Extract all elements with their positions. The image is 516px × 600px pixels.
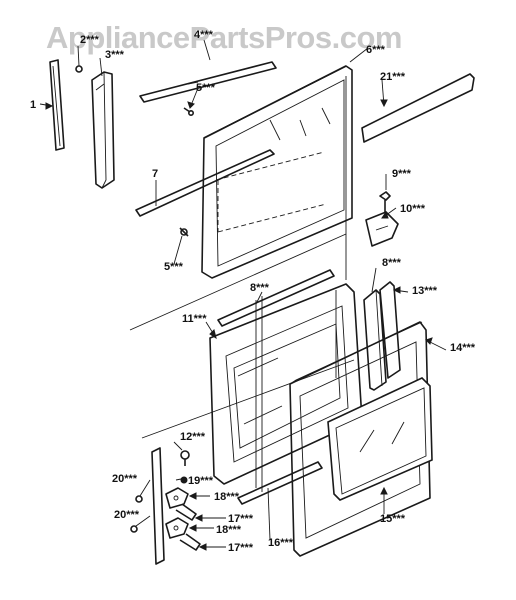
part-17-hinge-link-lower	[179, 533, 201, 551]
callout-12: 12***	[180, 431, 206, 443]
callout-5-top: 5***	[196, 82, 216, 94]
callout-21: 21***	[380, 71, 406, 83]
callout-15: 15***	[380, 513, 406, 525]
part-18-hinge-block-upper	[165, 487, 189, 509]
part-12-hinge-pin	[180, 450, 190, 466]
part-1-gasket-strip	[49, 59, 65, 151]
part-15-glass-window	[327, 377, 433, 501]
callout-1: 1	[30, 99, 36, 111]
callout-18-lower: 18***	[216, 524, 242, 536]
part-20-screw-upper	[135, 495, 143, 503]
part-16-lower-strip	[237, 461, 323, 505]
part-18-hinge-block-lower	[165, 517, 189, 539]
callout-8-right: 8***	[382, 257, 402, 269]
callout-19: 19***	[188, 475, 214, 487]
callout-16: 16***	[268, 537, 294, 549]
inner-door-dashed-outline	[215, 151, 327, 233]
callout-2: 2***	[80, 34, 100, 46]
callout-8-left: 8***	[250, 282, 270, 294]
part-8-strip-left	[217, 269, 335, 327]
callout-14: 14***	[450, 342, 476, 354]
part-7-diagonal-strip	[135, 149, 275, 217]
part-3-bracket	[91, 71, 115, 189]
callout-9: 9***	[392, 168, 412, 180]
part-13-vertical-bracket	[379, 281, 401, 379]
part-20-screw-lower	[130, 525, 138, 533]
callout-4: 4***	[194, 29, 214, 41]
callout-13: 13***	[412, 285, 438, 297]
part-19-screw	[180, 476, 188, 484]
callout-17-upper: 17***	[228, 513, 254, 525]
part-6-outer-door-panel	[201, 65, 353, 279]
part-8-vertical-bracket	[363, 289, 387, 391]
callout-11: 11***	[182, 313, 207, 325]
part-5-screw-lower	[179, 227, 189, 237]
callout-labels: 1 2*** 3*** 4*** 5*** 6*** 7 21*** 9*** …	[30, 29, 476, 554]
section-divider-lines	[129, 233, 355, 439]
part-17-hinge-link-upper	[175, 503, 197, 521]
hinge-arm	[151, 447, 165, 565]
watermark: AppliancePartsPros.com	[46, 20, 402, 55]
part-21-strip	[361, 73, 475, 143]
callout-18-upper: 18***	[214, 491, 240, 503]
alignment-guide-lines	[255, 76, 347, 492]
part-5-screw-top	[183, 107, 195, 117]
callout-5-lower: 5***	[164, 261, 184, 273]
part-2-screw	[75, 65, 83, 73]
callout-6: 6***	[366, 44, 386, 56]
callout-10: 10***	[400, 203, 426, 215]
part-9-bolt	[379, 191, 391, 212]
callout-20-lower: 20***	[114, 509, 140, 521]
part-4-top-strip	[139, 61, 277, 103]
leader-arrowheads	[45, 99, 433, 551]
callout-17-lower: 17***	[228, 542, 254, 554]
callout-20-upper: 20***	[112, 473, 138, 485]
part-14-glass-frame	[289, 321, 431, 557]
callout-7: 7	[152, 168, 158, 180]
callout-3: 3***	[105, 49, 125, 61]
part-10-hinge-plate	[365, 211, 399, 247]
